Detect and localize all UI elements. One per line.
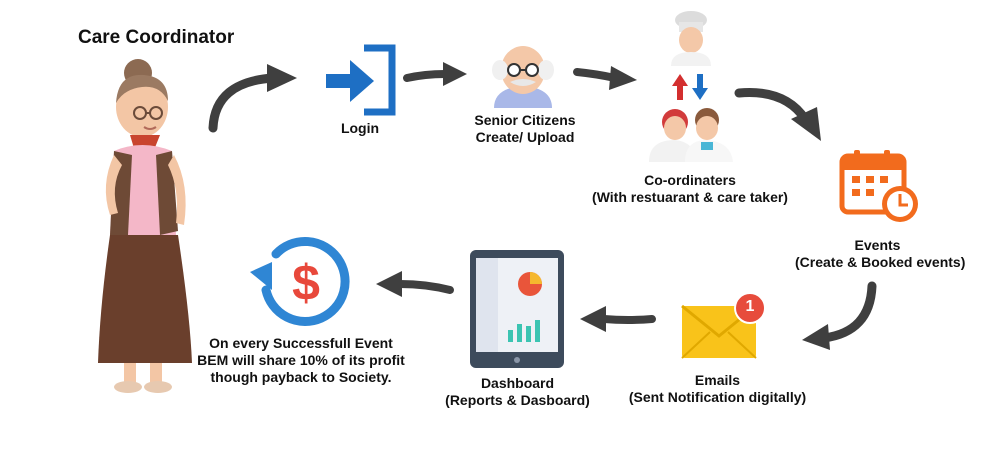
arrow-senior-to-coordinators — [573, 66, 637, 90]
calendar-clock-icon — [839, 150, 918, 222]
arrow-dashboard-to-refund — [376, 271, 454, 297]
svg-text:$: $ — [292, 255, 320, 311]
arrow-grandma-to-login — [208, 64, 297, 133]
emails-label: Emails (Sent Notification digitally) — [628, 372, 807, 405]
diagram-title: Care Coordinator — [78, 27, 235, 48]
coordinators-label: Co-ordinaters (With restuarant & care ta… — [592, 172, 788, 205]
login-icon — [326, 44, 396, 116]
arrow-login-to-senior — [403, 62, 467, 86]
grandma-figure — [98, 59, 192, 393]
senior-citizens-label: Senior Citizens Create/ Upload — [474, 112, 576, 145]
tablet-dashboard-icon — [470, 250, 564, 368]
dashboard-label: Dashboard (Reports & Dasboard) — [445, 375, 590, 408]
payback-label: On every Successfull Event BEM will shar… — [197, 335, 405, 385]
arrow-emails-to-dashboard — [580, 306, 656, 332]
coordinators-icon — [649, 11, 733, 162]
senior-face-icon — [492, 46, 554, 108]
events-label: Events (Create & Booked events) — [795, 237, 966, 270]
email-badge-count: 1 — [745, 298, 755, 315]
arrow-events-to-emails — [802, 281, 877, 350]
email-badge — [734, 292, 766, 324]
arrow-coordinators-to-events — [734, 88, 821, 141]
refund-dollar-icon: $ — [250, 236, 350, 326]
login-label: Login — [340, 120, 380, 136]
